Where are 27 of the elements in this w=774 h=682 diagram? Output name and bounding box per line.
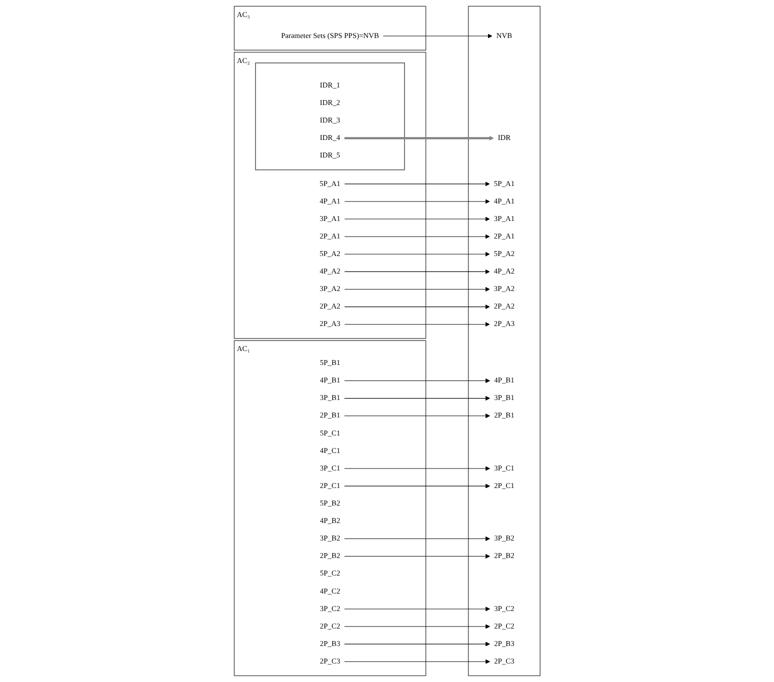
arrow: [344, 466, 490, 471]
arrow: [344, 216, 490, 222]
arrow: [344, 182, 490, 186]
arrow: [344, 659, 490, 664]
arrow: [344, 484, 490, 488]
arrow: [344, 414, 490, 418]
cluster: [234, 340, 426, 676]
arrow: [344, 554, 490, 559]
arrow: [344, 269, 490, 274]
cluster: [234, 6, 426, 51]
cluster: [468, 6, 540, 676]
arrow: [344, 536, 490, 542]
arrow: [344, 136, 494, 141]
arrow: [344, 396, 490, 401]
arrow: [344, 624, 490, 629]
arrow: [344, 322, 490, 327]
cluster: [234, 52, 426, 339]
arrow: [344, 286, 490, 292]
arrow: [382, 34, 492, 38]
arrow: [344, 304, 490, 310]
arrow: [344, 378, 490, 384]
arrow: [344, 606, 490, 612]
arrow: [344, 642, 490, 646]
arrow: [344, 199, 490, 204]
arrow: [344, 234, 490, 239]
cluster: [254, 62, 405, 170]
arrow: [344, 252, 490, 256]
